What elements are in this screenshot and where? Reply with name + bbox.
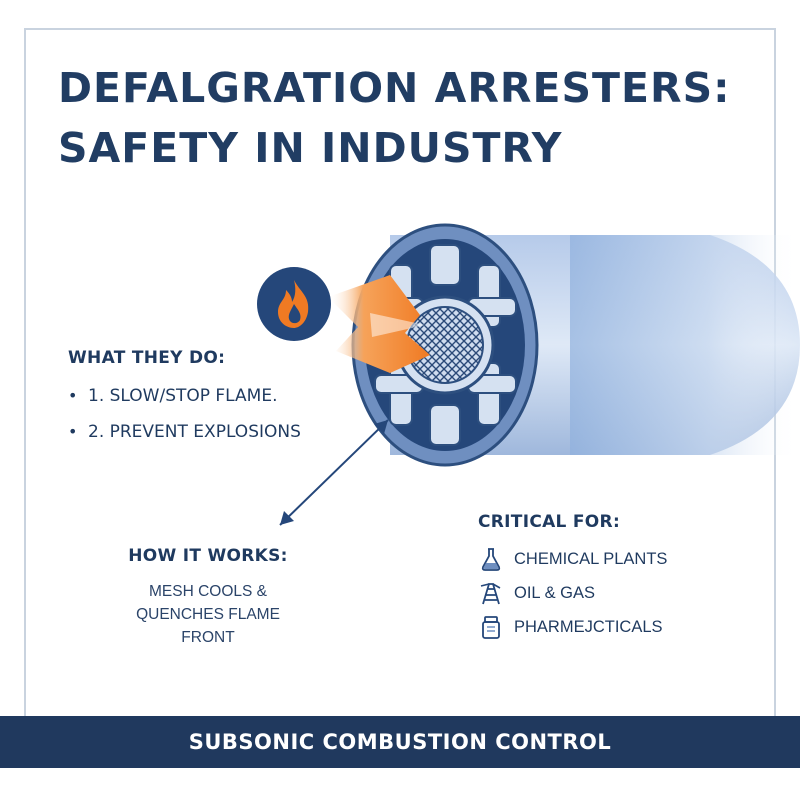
list-item: • 1. SLOW/STOP FLAME. xyxy=(68,378,301,414)
how-it-works-heading: HOW IT WORKS: xyxy=(128,546,288,566)
bullet-icon: • xyxy=(68,386,78,405)
flask-icon xyxy=(481,548,501,571)
list-item: • 2. PREVENT EXPLOSIONS xyxy=(68,414,301,450)
list-item-text: PHARMEJCTICALS xyxy=(514,617,663,636)
list-item: PHARMEJCTICALS xyxy=(478,610,667,644)
what-they-do-list: • 1. SLOW/STOP FLAME. • 2. PREVENT EXPLO… xyxy=(68,378,301,450)
double-arrow-icon xyxy=(279,419,389,526)
list-item: CHEMICAL PLANTS xyxy=(478,542,667,576)
footer-banner: SUBSONIC COMBUSTION CONTROL xyxy=(0,716,800,768)
list-item-text: 2. PREVENT EXPLOSIONS xyxy=(88,422,301,442)
critical-for-section: CRITICAL FOR: CHEMICAL PLANTS OIL & GAS … xyxy=(478,512,667,644)
title-line-1: DEFALGRATION ARRESTERS: xyxy=(58,64,731,112)
footer-text: SUBSONIC COMBUSTION CONTROL xyxy=(188,730,612,754)
fire-icon xyxy=(257,267,331,341)
list-item-text: CHEMICAL PLANTS xyxy=(514,549,668,568)
list-item: OIL & GAS xyxy=(478,576,667,610)
arrester-pipe-illustration xyxy=(328,223,800,467)
bullet-icon: • xyxy=(68,422,78,441)
how-it-works-text: MESH COOLS & QUENCHES FLAME FRONT xyxy=(108,580,308,649)
list-item-text: OIL & GAS xyxy=(514,583,596,602)
title-line-2: SAFETY IN INDUSTRY xyxy=(58,124,563,172)
pill-bottle-icon xyxy=(482,616,500,639)
how-it-works-line-2: QUENCHES FLAME FRONT xyxy=(136,606,280,646)
list-item-text: 1. SLOW/STOP FLAME. xyxy=(88,386,278,406)
how-it-works-line-1: MESH COOLS & xyxy=(149,583,267,600)
page-title: DEFALGRATION ARRESTERS: SAFETY IN INDUST… xyxy=(58,58,731,178)
what-they-do-heading: WHAT THEY DO: xyxy=(68,348,226,368)
how-it-works-section: HOW IT WORKS: MESH COOLS & QUENCHES FLAM… xyxy=(108,546,308,649)
oil-rig-icon xyxy=(480,583,501,605)
critical-for-heading: CRITICAL FOR: xyxy=(478,512,621,532)
critical-for-list: CHEMICAL PLANTS OIL & GAS PHARMEJCTICALS xyxy=(478,542,667,644)
what-they-do-section: WHAT THEY DO: • 1. SLOW/STOP FLAME. • 2.… xyxy=(68,348,301,450)
